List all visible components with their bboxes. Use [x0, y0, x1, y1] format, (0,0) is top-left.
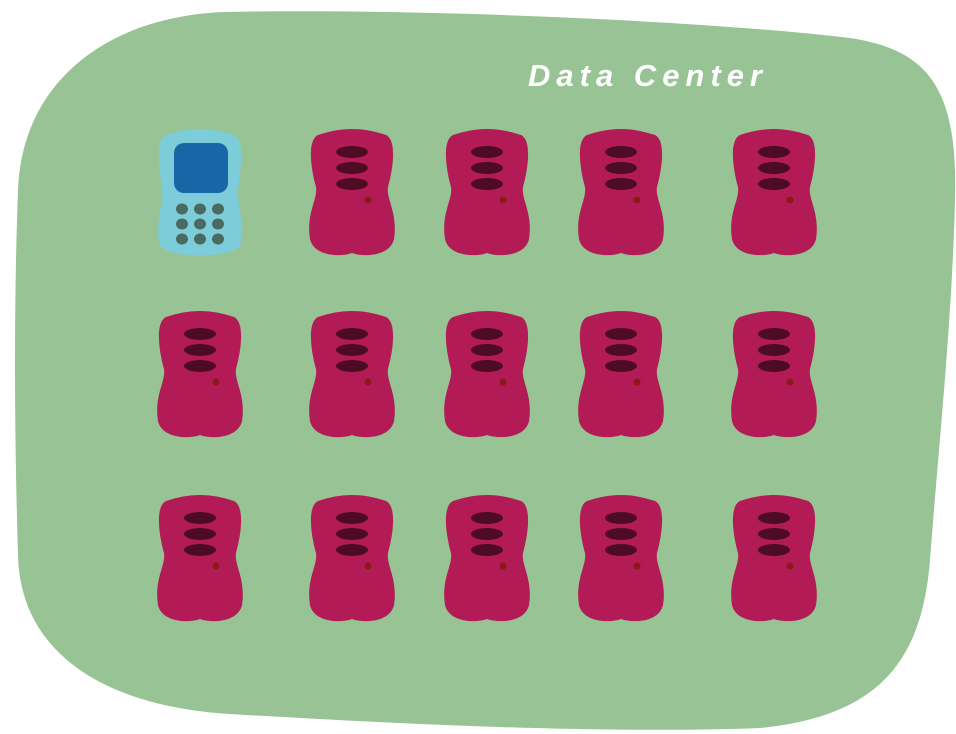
server-led: [786, 196, 794, 204]
server-body: [309, 129, 395, 256]
server-slot: [605, 528, 637, 540]
server-led: [364, 562, 372, 570]
phone-icon: [158, 129, 242, 256]
server-slot: [605, 178, 637, 190]
server-icon: [578, 129, 664, 256]
server-icon: [309, 129, 395, 256]
server-body: [731, 129, 817, 256]
server-slot: [758, 360, 790, 372]
server-slot: [471, 528, 503, 540]
server-slot: [471, 162, 503, 174]
phone-keypad-button: [212, 233, 224, 245]
server-body: [309, 311, 395, 438]
server-slot: [758, 512, 790, 524]
server-led: [364, 378, 372, 386]
server-body: [578, 311, 664, 438]
server-slot: [184, 544, 216, 556]
phone-keypad-button: [194, 218, 206, 230]
diagram-title: Data Center: [528, 58, 768, 93]
server-slot: [758, 146, 790, 158]
phone-keypad-button: [212, 218, 224, 230]
server-slot: [336, 344, 368, 356]
server-slot: [184, 528, 216, 540]
server-slot: [605, 544, 637, 556]
server-slot: [471, 328, 503, 340]
server-icon: [309, 495, 395, 622]
server-slot: [605, 344, 637, 356]
server-led: [212, 562, 220, 570]
server-slot: [471, 178, 503, 190]
server-led: [499, 378, 507, 386]
server-slot: [758, 162, 790, 174]
server-icon: [578, 495, 664, 622]
server-slot: [605, 328, 637, 340]
server-icon: [157, 495, 243, 622]
server-slot: [605, 146, 637, 158]
server-slot: [471, 544, 503, 556]
server-body: [444, 311, 530, 438]
server-body: [157, 311, 243, 438]
server-slot: [336, 162, 368, 174]
phone-screen: [174, 143, 228, 193]
server-slot: [184, 344, 216, 356]
server-body: [731, 311, 817, 438]
phone-keypad-button: [176, 233, 188, 245]
server-slot: [605, 162, 637, 174]
server-slot: [471, 360, 503, 372]
server-slot: [336, 528, 368, 540]
server-led: [499, 196, 507, 204]
server-slot: [184, 360, 216, 372]
server-slot: [336, 178, 368, 190]
server-slot: [184, 512, 216, 524]
server-icon: [731, 129, 817, 256]
server-led: [212, 378, 220, 386]
server-body: [444, 495, 530, 622]
server-led: [786, 378, 794, 386]
server-body: [309, 495, 395, 622]
server-body: [578, 129, 664, 256]
server-slot: [336, 512, 368, 524]
server-slot: [471, 146, 503, 158]
phone-keypad-button: [176, 218, 188, 230]
server-icon: [444, 311, 530, 438]
server-slot: [605, 360, 637, 372]
server-icon: [731, 495, 817, 622]
phone-keypad-button: [212, 203, 224, 215]
phone-keypad-button: [194, 233, 206, 245]
server-slot: [758, 328, 790, 340]
server-icon: [157, 311, 243, 438]
server-slot: [336, 146, 368, 158]
server-led: [633, 562, 641, 570]
phone-keypad-button: [194, 203, 206, 215]
server-body: [157, 495, 243, 622]
server-icon: [731, 311, 817, 438]
server-led: [786, 562, 794, 570]
server-slot: [336, 544, 368, 556]
device-grid: [157, 129, 817, 622]
server-icon: [578, 311, 664, 438]
server-slot: [471, 512, 503, 524]
server-slot: [758, 528, 790, 540]
server-slot: [758, 344, 790, 356]
server-body: [731, 495, 817, 622]
server-led: [499, 562, 507, 570]
server-icon: [309, 311, 395, 438]
server-led: [364, 196, 372, 204]
server-body: [444, 129, 530, 256]
server-slot: [758, 178, 790, 190]
phone-keypad-button: [176, 203, 188, 215]
server-body: [578, 495, 664, 622]
server-slot: [605, 512, 637, 524]
server-led: [633, 196, 641, 204]
server-led: [633, 378, 641, 386]
server-slot: [336, 328, 368, 340]
server-slot: [336, 360, 368, 372]
server-slot: [184, 328, 216, 340]
server-icon: [444, 129, 530, 256]
server-icon: [444, 495, 530, 622]
server-slot: [758, 544, 790, 556]
server-slot: [471, 344, 503, 356]
